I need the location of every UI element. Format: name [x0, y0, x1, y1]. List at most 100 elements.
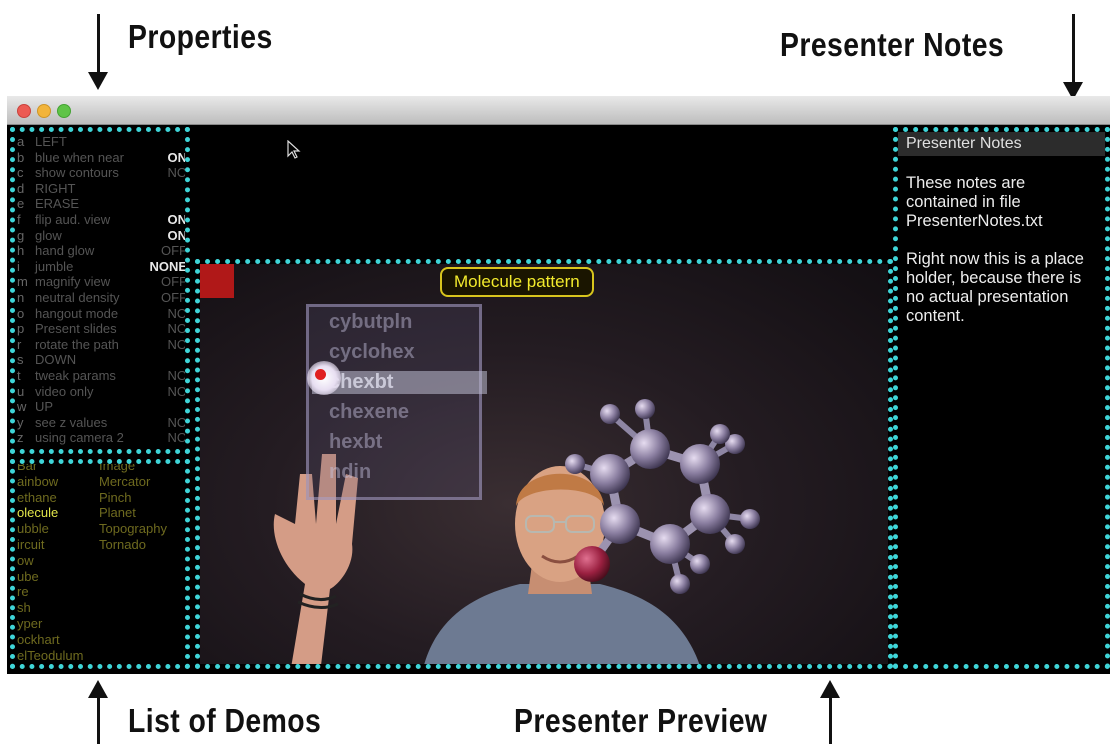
- demo-item[interactable]: Tornado: [99, 537, 146, 552]
- menu-item[interactable]: hexbt: [329, 431, 383, 453]
- demo-item[interactable]: ow: [17, 552, 34, 568]
- molecule-model-image: [565, 399, 760, 594]
- molecule-atom: [590, 454, 630, 494]
- molecule-atom: [600, 404, 620, 424]
- demo-item[interactable]: ube: [17, 568, 39, 584]
- property-label: show contours: [35, 165, 119, 181]
- demo-item[interactable]: yper: [17, 616, 43, 631]
- demo-item[interactable]: ircuit: [17, 537, 45, 552]
- property-label: using camera 2: [35, 430, 124, 446]
- property-label: neutral density: [35, 290, 120, 305]
- menu-item[interactable]: ndin: [329, 461, 372, 483]
- property-value: ON: [167, 212, 187, 227]
- notes-header: Presenter Notes: [898, 132, 1105, 156]
- molecule-atom: [680, 444, 720, 484]
- demo-item[interactable]: elTeodulum: [17, 647, 84, 663]
- property-value: NO: [167, 305, 187, 321]
- property-label: glow: [35, 227, 62, 243]
- property-key: p: [17, 321, 25, 337]
- title-bar: [7, 96, 1110, 125]
- property-key: w: [17, 399, 27, 415]
- zoom-button[interactable]: [57, 104, 71, 118]
- close-button[interactable]: [17, 104, 31, 118]
- property-label: rotate the path: [35, 336, 119, 352]
- menu-item[interactable]: chexbt: [312, 371, 487, 394]
- hand-image: [273, 454, 358, 664]
- list-of-demos-callout: List of Demos: [128, 702, 322, 739]
- property-key: s: [17, 352, 24, 368]
- property-key: y: [17, 414, 24, 430]
- minimize-button[interactable]: [37, 104, 51, 118]
- property-label: UP: [35, 399, 54, 415]
- demo-item[interactable]: Topography: [99, 521, 167, 537]
- property-value: NO: [167, 414, 187, 430]
- demo-item[interactable]: ethane: [17, 489, 57, 505]
- property-label: ERASE: [35, 196, 80, 212]
- demo-item[interactable]: ockhart: [17, 631, 60, 647]
- property-label: hangout mode: [35, 305, 119, 321]
- menu-item[interactable]: cyclohex: [329, 341, 415, 363]
- property-label: RIGHT: [35, 180, 76, 196]
- presenter-notes-arrow: [1063, 14, 1083, 100]
- molecule-atom: [635, 399, 655, 419]
- menu-item[interactable]: chexene: [329, 401, 410, 423]
- mouse-pointer-icon: [287, 140, 301, 159]
- properties-callout: Properties: [128, 18, 273, 55]
- property-value: OFF: [161, 243, 187, 259]
- demo-item[interactable]: Mercator: [99, 473, 151, 489]
- property-row[interactable]: w UP: [15, 399, 185, 415]
- property-value: OFF: [161, 290, 187, 305]
- demo-item[interactable]: sh: [17, 600, 31, 616]
- property-value: ON: [167, 149, 187, 165]
- presenter-notes-panel: Presenter Notes These notes are containe…: [893, 127, 1110, 669]
- hand-cursor-icon: [307, 361, 341, 395]
- demo-item[interactable]: Image: [99, 459, 136, 473]
- property-value: NO: [167, 383, 187, 399]
- property-key: a: [17, 134, 25, 149]
- property-label: flip aud. view: [35, 212, 111, 227]
- property-label: blue when near: [35, 149, 124, 165]
- demo-item[interactable]: olecule: [17, 505, 59, 521]
- molecule-atom: [574, 546, 610, 582]
- demo-item[interactable]: re: [17, 584, 29, 600]
- molecule-atom: [725, 534, 745, 554]
- molecule-atom: [740, 509, 760, 529]
- property-row[interactable]: b blue when near ON: [15, 149, 187, 165]
- property-key: b: [17, 149, 25, 165]
- menu-item[interactable]: cybutpln: [329, 311, 413, 333]
- demo-item[interactable]: ubble: [17, 521, 49, 537]
- demo-item[interactable]: Pinch: [99, 489, 132, 505]
- demo-item[interactable]: Planet: [99, 505, 136, 521]
- demo-item[interactable]: Bar: [17, 459, 38, 473]
- molecule-atom: [630, 429, 670, 469]
- molecule-atom: [670, 574, 690, 594]
- property-label: magnify view: [35, 274, 111, 290]
- demo-item[interactable]: ainbow: [17, 473, 59, 489]
- property-key: h: [17, 243, 25, 259]
- pie-menu-box[interactable]: cybutpln cyclohex chexbt chexene hexbt ndin: [306, 304, 487, 500]
- property-key: g: [17, 227, 25, 243]
